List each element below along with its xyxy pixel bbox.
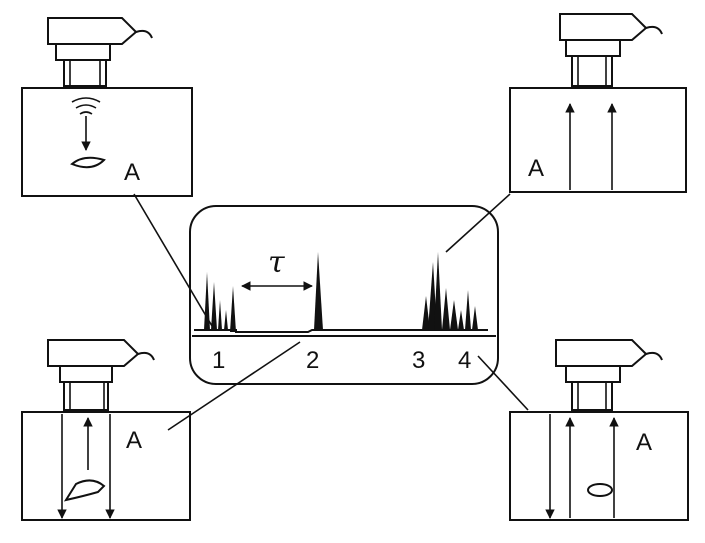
flaw-top-left bbox=[70, 156, 106, 169]
initial-pulse bbox=[204, 272, 236, 332]
leader-bottom-left bbox=[167, 341, 301, 431]
panel-label-top-right: A bbox=[528, 155, 544, 182]
transducer-bottom-left bbox=[47, 339, 155, 411]
panel-bottom-left: A bbox=[21, 339, 191, 521]
leader-bottom-right bbox=[477, 355, 529, 411]
echo-cluster bbox=[422, 252, 478, 330]
transducer-top-left bbox=[47, 17, 153, 87]
trace-baseline bbox=[194, 329, 488, 333]
panel-bottom-right: A bbox=[509, 339, 689, 521]
sound-wave-icon bbox=[71, 97, 101, 151]
tau-label: τ bbox=[268, 245, 285, 280]
screen-mark-3: 3 bbox=[412, 347, 425, 374]
screen-mark-4: 4 bbox=[458, 347, 471, 374]
transducer-bottom-right bbox=[555, 339, 663, 411]
test-block-bottom-right bbox=[509, 411, 689, 521]
test-block-top-left bbox=[21, 87, 193, 197]
leader-top-left bbox=[133, 193, 213, 327]
leader-top-right bbox=[445, 193, 511, 253]
leader-lines bbox=[133, 193, 529, 431]
screen-mark-1: 1 bbox=[212, 347, 225, 374]
test-block-top-right bbox=[509, 87, 687, 193]
screen-mark-2: 2 bbox=[306, 347, 319, 374]
panel-label-bottom-left: A bbox=[126, 427, 142, 454]
panel-label-top-left: A bbox=[124, 159, 140, 186]
oscilloscope-screen: τ 1 2 3 4 bbox=[189, 205, 499, 385]
panel-top-right: A bbox=[509, 13, 687, 193]
panel-label-bottom-right: A bbox=[636, 429, 652, 456]
transducer-top-right bbox=[559, 13, 663, 87]
test-block-bottom-left bbox=[21, 411, 191, 521]
echo-pulse-2 bbox=[314, 252, 323, 330]
flaw-bottom-left bbox=[63, 479, 106, 502]
flaw-bottom-right bbox=[587, 483, 613, 497]
panel-top-left: A bbox=[21, 17, 193, 197]
screen-frame bbox=[189, 205, 499, 385]
